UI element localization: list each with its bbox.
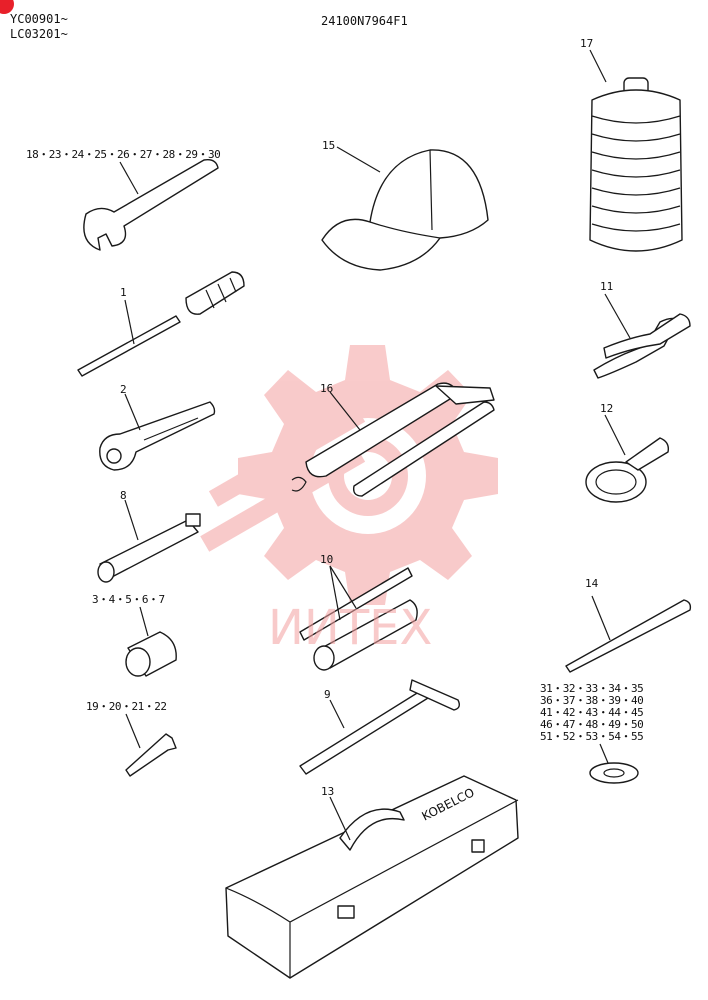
callout-washers-row-5: 51・52・53・54・55 bbox=[540, 730, 644, 743]
pliers bbox=[593, 313, 691, 379]
t-bar-handle bbox=[299, 679, 461, 775]
callout-3: 3・4・5・6・7 bbox=[92, 593, 165, 606]
callout-8: 8 bbox=[120, 489, 127, 502]
screwdriver bbox=[77, 271, 245, 377]
callout-washers-row-4: 46・47・48・49・50 bbox=[540, 718, 644, 731]
washer bbox=[589, 762, 639, 784]
watermark-gear-icon bbox=[200, 345, 498, 605]
callout-washers-row-3: 41・42・43・44・45 bbox=[540, 706, 644, 719]
callout-18: 18・23・24・25・26・27・28・29・30 bbox=[26, 148, 221, 161]
socket bbox=[125, 631, 177, 677]
drawing-number: 24100N7964F1 bbox=[321, 14, 408, 28]
open-end-wrench bbox=[83, 158, 219, 251]
callout-17: 17 bbox=[580, 37, 594, 50]
socket-extension bbox=[97, 513, 201, 583]
cap bbox=[321, 149, 489, 271]
callout-11: 11 bbox=[600, 280, 614, 293]
callout-14: 14 bbox=[585, 577, 599, 590]
steel-rod bbox=[565, 599, 692, 673]
ratchet-handle bbox=[99, 401, 216, 471]
callout-washers-row-2: 36・37・38・39・40 bbox=[540, 694, 644, 707]
grease-gun bbox=[291, 382, 495, 497]
callout-washers-row-1: 31・32・33・34・35 bbox=[540, 682, 644, 695]
serial-range-1: YC00901~ bbox=[10, 12, 68, 26]
box-wrench bbox=[299, 567, 418, 671]
watermark-text: ИИТЕХ bbox=[268, 600, 433, 656]
toolbox bbox=[225, 775, 519, 979]
callout-19: 19・20・21・22 bbox=[86, 700, 167, 713]
grease-bottle bbox=[589, 77, 683, 252]
callout-1: 1 bbox=[120, 286, 127, 299]
callout-9: 9 bbox=[324, 688, 331, 701]
callout-12: 12 bbox=[600, 402, 614, 415]
serial-range-2: LC03201~ bbox=[10, 27, 68, 41]
corner-badge-icon bbox=[0, 0, 14, 14]
hex-key bbox=[125, 733, 177, 777]
callout-10: 10 bbox=[320, 553, 334, 566]
callout-2: 2 bbox=[120, 383, 127, 396]
filter-wrench bbox=[585, 437, 670, 503]
callout-15: 15 bbox=[322, 139, 336, 152]
callout-13: 13 bbox=[321, 785, 335, 798]
callout-16: 16 bbox=[320, 382, 334, 395]
